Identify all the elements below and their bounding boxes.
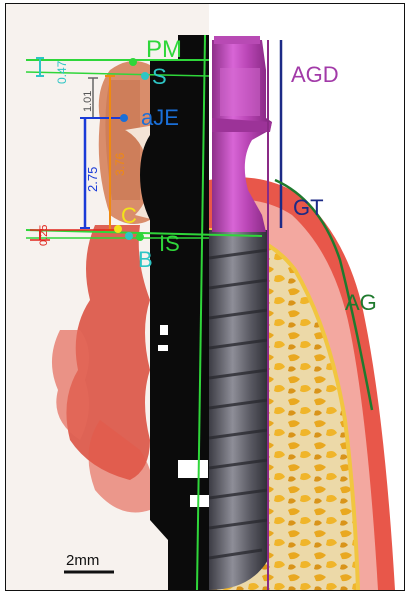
- label-b: B: [138, 247, 153, 272]
- value-101: 1.01: [82, 91, 94, 112]
- pm-point: [129, 58, 137, 66]
- label-is: IS: [159, 231, 180, 256]
- label-ag: AG: [345, 290, 377, 315]
- value-047: 0.47: [55, 60, 69, 84]
- value-376: 3.76: [113, 152, 127, 176]
- label-c: C: [121, 203, 137, 228]
- label-s: S: [152, 64, 167, 89]
- value-025: 0.25: [38, 225, 50, 246]
- scale-bar-label: 2mm: [66, 552, 99, 569]
- is-point: [136, 233, 144, 241]
- histology-section: [6, 4, 209, 590]
- b-point: [125, 232, 133, 240]
- s-point: [141, 72, 149, 80]
- label-gt: GT: [293, 195, 324, 220]
- label-agd: AGD: [291, 62, 339, 87]
- aje-point: [120, 114, 128, 122]
- label-aje: aJE: [141, 105, 179, 130]
- label-pm: PM: [146, 36, 182, 63]
- value-275: 2.75: [85, 167, 100, 192]
